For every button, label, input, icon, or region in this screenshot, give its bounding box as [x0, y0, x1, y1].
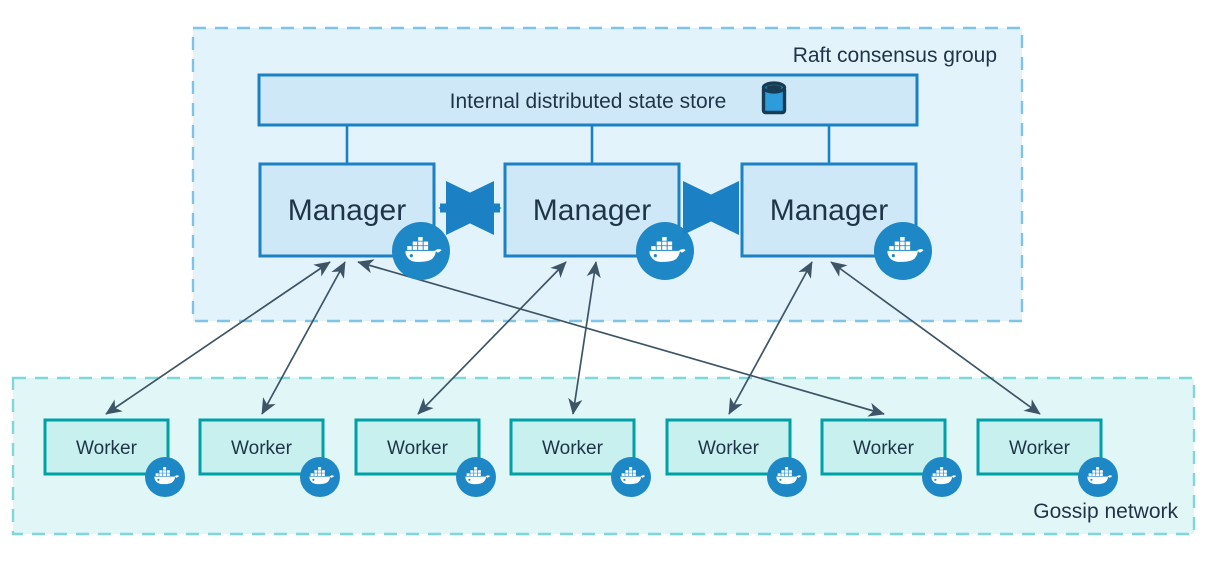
manager-label: Manager: [770, 194, 888, 227]
worker-label: Worker: [698, 438, 760, 459]
worker-box[interactable]: [976, 418, 1103, 476]
worker-box[interactable]: [820, 418, 947, 476]
docker-whale-icon: [874, 222, 932, 280]
worker-link-6: [357, 259, 885, 417]
docker-whale-icon: [767, 457, 807, 497]
manager-label: Manager: [533, 194, 651, 227]
state-store-box[interactable]: [257, 73, 919, 127]
state-store-label: Internal distributed state store: [450, 90, 727, 113]
worker-box[interactable]: [509, 418, 636, 476]
worker-box[interactable]: [198, 418, 325, 476]
docker-whale-icon: [1078, 457, 1118, 497]
docker-whale-icon: [300, 457, 340, 497]
docker-whale-icon: [636, 222, 694, 280]
worker-box[interactable]: [665, 418, 792, 476]
docker-whale-icon: [392, 222, 450, 280]
manager-node-2[interactable]: Manager: [503, 162, 694, 280]
database-cylinder-icon: [761, 81, 787, 115]
docker-whale-icon: [922, 457, 962, 497]
gossip-network-label: Gossip network: [1033, 500, 1178, 523]
worker-label: Worker: [76, 438, 138, 459]
docker-whale-icon: [145, 457, 185, 497]
state-store-manager-connectors: [345, 125, 831, 164]
worker-node-6[interactable]: Worker: [820, 418, 962, 497]
worker-label: Worker: [542, 438, 604, 459]
manager-node-1[interactable]: Manager: [258, 162, 450, 280]
worker-box[interactable]: [354, 418, 481, 476]
docker-whale-icon: [611, 457, 651, 497]
worker-node-3[interactable]: Worker: [354, 418, 496, 497]
worker-node-2[interactable]: Worker: [198, 418, 340, 497]
worker-box[interactable]: [43, 418, 170, 476]
manager-label: Manager: [288, 194, 406, 227]
manager-node-3[interactable]: Manager: [740, 162, 932, 280]
worker-node-4[interactable]: Worker: [509, 418, 651, 497]
worker-node-5[interactable]: Worker: [665, 418, 807, 497]
worker-node-7[interactable]: Worker: [976, 418, 1118, 497]
internal-distributed-state-store[interactable]: Internal distributed state store: [257, 73, 919, 127]
worker-link-2: [261, 261, 346, 415]
worker-label: Worker: [853, 438, 915, 459]
raft-group-label: Raft consensus group: [793, 44, 997, 67]
worker-link-7: [830, 261, 1041, 415]
docker-whale-icon: [456, 457, 496, 497]
worker-manager-links: [105, 259, 1041, 417]
worker-node-1[interactable]: Worker: [43, 418, 185, 497]
worker-label: Worker: [231, 438, 293, 459]
worker-label: Worker: [1009, 438, 1071, 459]
worker-label: Worker: [387, 438, 449, 459]
